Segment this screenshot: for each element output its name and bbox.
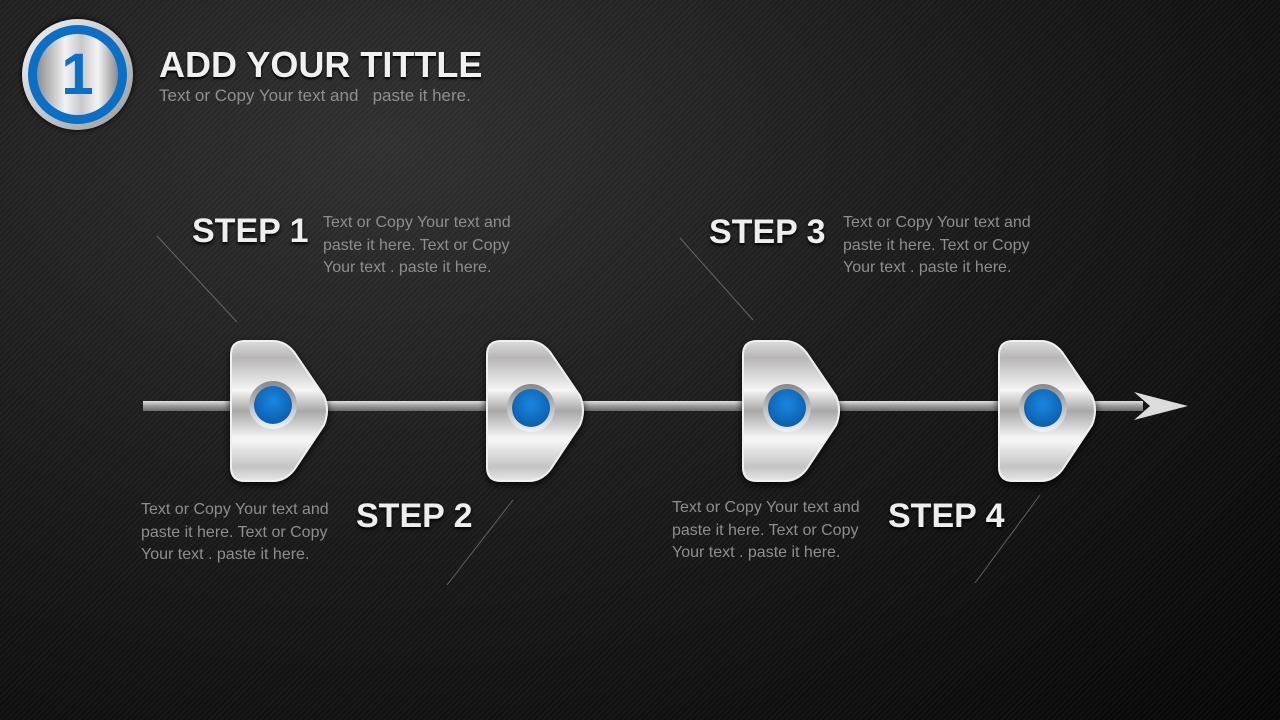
step-4-marker	[998, 340, 1096, 482]
step-3-label: STEP 3	[709, 213, 826, 251]
number-badge: 1	[22, 19, 133, 130]
leader-line-2	[446, 499, 514, 586]
arrow-head-icon	[1134, 392, 1188, 420]
badge-number: 1	[37, 34, 118, 115]
step-4-text: Text or Copy Your text and paste it here…	[672, 499, 860, 561]
step-1-text: Text or Copy Your text and paste it here…	[323, 214, 511, 276]
blue-dot-icon	[254, 386, 292, 424]
leader-line-4	[974, 494, 1041, 584]
leader-line-3	[679, 237, 754, 321]
timeline-bar	[143, 401, 1143, 411]
step-2-label: STEP 2	[356, 497, 473, 535]
blue-dot-icon	[1024, 389, 1062, 427]
step-1-label: STEP 1	[192, 212, 309, 250]
step-3-text: Text or Copy Your text and paste it here…	[843, 214, 1031, 276]
step-1-marker	[230, 340, 328, 482]
step-3-marker	[742, 340, 840, 482]
blue-dot-icon	[512, 389, 550, 427]
page-subtitle: Text or Copy Your text and paste it here…	[159, 86, 471, 105]
step-2-text: Text or Copy Your text and paste it here…	[141, 501, 329, 563]
leader-lines	[156, 235, 1041, 586]
step-4-label: STEP 4	[888, 497, 1005, 535]
blue-dot-icon	[768, 389, 806, 427]
leader-line-1	[156, 235, 238, 323]
step-2-marker	[486, 340, 584, 482]
page-title: ADD YOUR TITTLE	[159, 44, 483, 85]
